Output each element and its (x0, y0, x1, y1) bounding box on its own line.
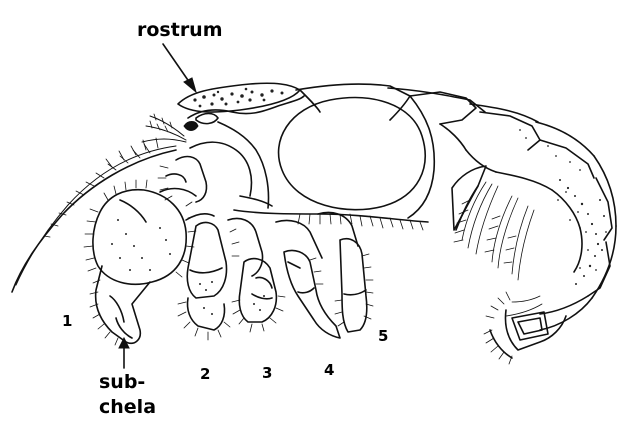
carapace (184, 84, 434, 222)
antennule (142, 114, 186, 142)
leg-4 (276, 220, 340, 338)
leg-4-number: 4 (324, 361, 334, 379)
rostrum-shape (178, 83, 300, 112)
rostrum-label: rostrum (137, 19, 223, 41)
leg-1-number: 1 (62, 312, 72, 330)
leg-3-number: 3 (262, 364, 272, 382)
leg-2-number: 2 (200, 365, 210, 383)
leg-1-subchela (84, 180, 214, 345)
rostrum-pointer-arrow (163, 44, 196, 92)
abdomen (388, 88, 616, 364)
subchela-label-line2: chela (99, 396, 156, 418)
subchela-label-line1: sub- (99, 371, 145, 393)
leg-2 (178, 223, 239, 340)
leg-3 (228, 219, 285, 333)
maxillipeds (158, 157, 207, 202)
leg-5-number: 5 (378, 327, 388, 345)
